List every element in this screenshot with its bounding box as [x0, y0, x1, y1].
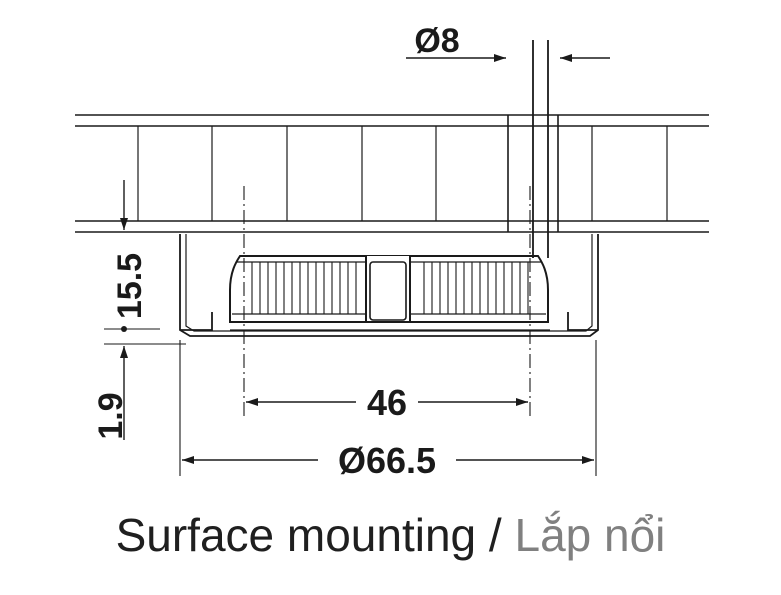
caption-vietnamese: Lắp nổi [514, 509, 666, 561]
outer-diameter-label: Ø66.5 [338, 440, 436, 481]
surface-mount-housing [179, 234, 599, 337]
cable-diameter-label: Ø8 [414, 22, 459, 60]
center-lines [243, 186, 531, 420]
caption-separator: / [476, 509, 515, 561]
technical-drawing: Ø8 15.5 1.9 46 Ø66.5 [75, 22, 709, 481]
inner-width-label: 46 [367, 382, 407, 423]
dimension-lines [120, 54, 610, 464]
extension-lines [104, 231, 597, 476]
flange-height-label: 1.9 [92, 392, 130, 439]
caption-english: Surface mounting [115, 509, 477, 561]
luminaire-body [229, 255, 549, 323]
mounting-panel [75, 114, 709, 233]
caption: Surface mounting / Lắp nổi [0, 500, 781, 570]
cooling-fins [251, 262, 529, 314]
dimension-dot [121, 326, 127, 332]
cable [532, 40, 549, 258]
cutout-depth-label: 15.5 [111, 253, 149, 319]
